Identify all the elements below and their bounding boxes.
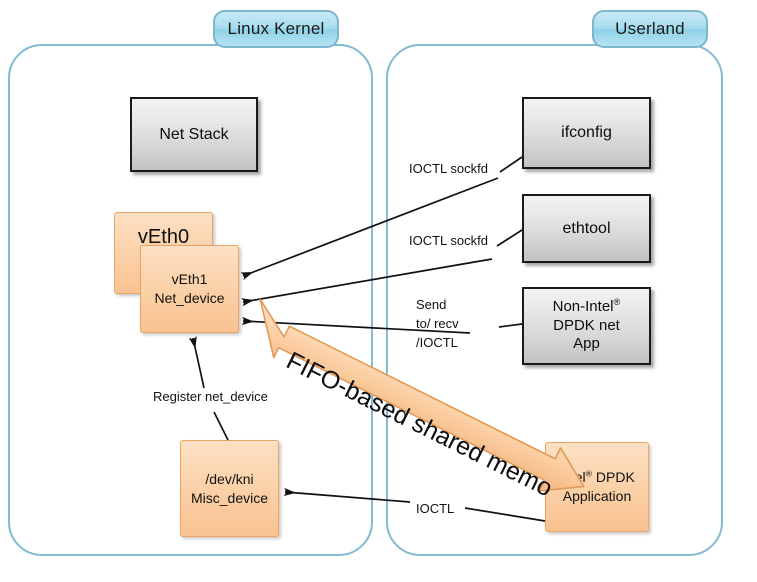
node-ifconfig[interactable]: ifconfig xyxy=(522,97,651,169)
registered-trademark-icon: ® xyxy=(585,468,593,479)
node-intel-dpdk-line2: Application xyxy=(562,488,632,504)
edge-label-register-net-device: Register net_device xyxy=(153,389,268,404)
node-net-stack-label: Net Stack xyxy=(159,125,229,143)
node-dev-kni-line2: Misc_device xyxy=(190,489,269,506)
domain-title-linux-kernel: Linux Kernel xyxy=(213,10,339,48)
node-veth1-line2: Net_device xyxy=(154,290,225,306)
registered-trademark-icon: ® xyxy=(613,296,621,307)
node-ethtool-label: ethtool xyxy=(562,219,611,237)
node-dev-kni-line1: /dev/kni xyxy=(205,470,254,487)
edge-label-ioctl-sockfd-ethtool: IOCTL sockfd xyxy=(409,233,488,248)
node-ifconfig-label: ifconfig xyxy=(561,124,612,141)
node-non-intel-line1: Non-Intel® xyxy=(552,296,621,315)
domain-title-userland-label: Userland xyxy=(615,19,685,38)
domain-title-userland: Userland xyxy=(592,10,708,48)
node-non-intel-dpdk-net-app[interactable]: Non-Intel® DPDK net App xyxy=(522,287,651,365)
edge-label-ioctl-kni: IOCTL xyxy=(416,501,455,516)
node-intel-dpdk-application[interactable]: Intel® DPDK Application xyxy=(545,442,649,532)
node-non-intel-line3: App xyxy=(573,335,600,353)
node-veth1-net-device[interactable]: vEth1 Net_device xyxy=(140,245,239,333)
node-ethtool[interactable]: ethtool xyxy=(522,194,651,263)
node-veth0-label: vEth0 xyxy=(137,225,190,248)
node-dev-kni-misc-device[interactable]: /dev/kni Misc_device xyxy=(180,440,279,537)
edge-label-send-recv-ioctl: Send to/ recv /IOCTL xyxy=(416,297,459,350)
node-veth1-line1: vEth1 xyxy=(171,271,208,288)
edge-label-ioctl-sockfd-ifconfig: IOCTL sockfd xyxy=(409,161,488,176)
node-net-stack[interactable]: Net Stack xyxy=(130,97,258,172)
node-intel-dpdk-line1: Intel® DPDK xyxy=(559,468,635,486)
domain-title-linux-kernel-label: Linux Kernel xyxy=(227,19,325,38)
node-non-intel-line2: DPDK net xyxy=(553,316,620,334)
